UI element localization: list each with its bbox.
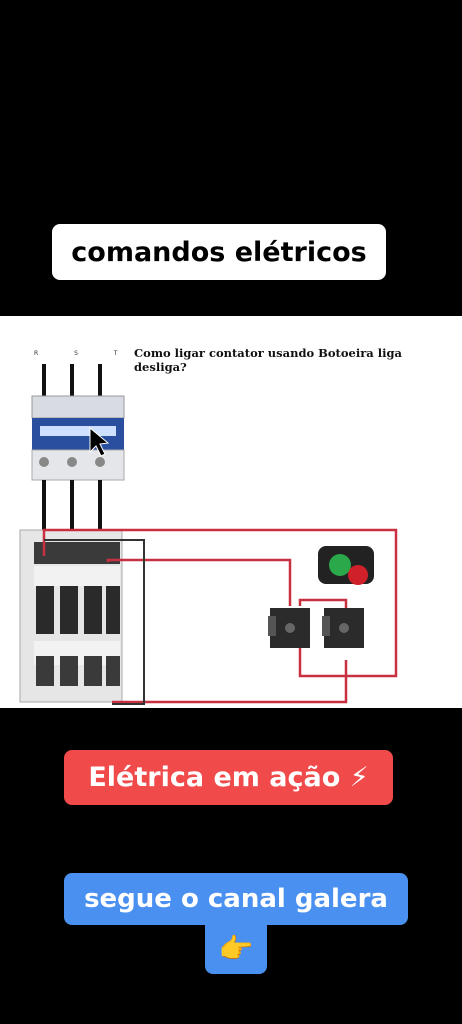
caption-segue-o-canal: segue o canal galera — [64, 873, 408, 925]
terminal-labels: R S T — [34, 350, 135, 357]
diagram-drawing — [19, 364, 398, 705]
cursor-arrow-icon — [89, 426, 110, 457]
control-wires-dark — [44, 539, 145, 705]
push-button — [318, 546, 374, 585]
breaker-output-wires — [42, 480, 102, 536]
caption-eletrica-em-acao: Elétrica em ação ⚡ — [64, 750, 393, 805]
wiring-diagram: Como ligar contator usando Botoeira liga… — [0, 316, 462, 708]
control-wires — [42, 528, 398, 704]
diagram-title: Como ligar contator usando Botoeira liga… — [134, 346, 402, 374]
caption-comandos-eletricos: comandos elétricos — [52, 224, 386, 280]
circuit-breaker — [31, 395, 125, 481]
contact-block-1 — [268, 608, 310, 648]
contactor — [19, 529, 123, 703]
contact-block-2 — [322, 608, 364, 648]
pointing-hand-icon: 👉 — [205, 922, 267, 974]
supply-wires — [42, 364, 102, 398]
